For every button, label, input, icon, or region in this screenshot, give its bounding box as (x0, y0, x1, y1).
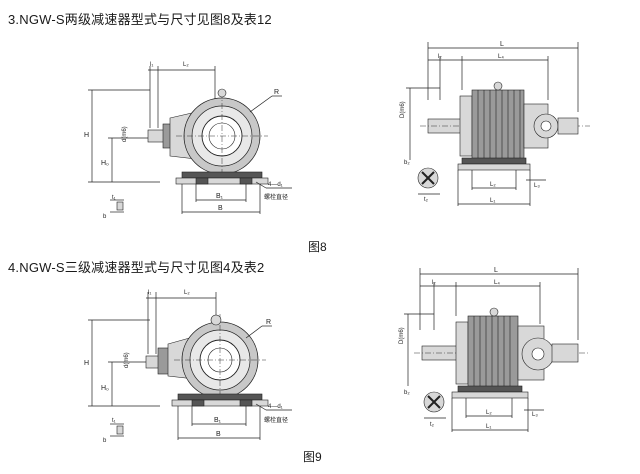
fig9-front-bolt-count: 4—d₁ (268, 404, 283, 410)
fig8-side-b2-label: b₂ (404, 160, 410, 166)
fig9-front-L2-label: L₂ (184, 290, 190, 296)
fig9-front-d-label: d(m6) (124, 352, 130, 368)
fig8-side-D-label: D(m6) (400, 101, 406, 118)
fig8-side-l2-label: l₂ (438, 54, 442, 60)
fig9-front-H0-label: H₀ (101, 385, 109, 392)
fig8-front-H0-label: H₀ (101, 160, 109, 167)
fig8-front-d-label: d(m6) (122, 126, 128, 142)
fig9-front-B-label: B (216, 431, 221, 438)
fig9-front-t1-label: t₁ (112, 418, 116, 424)
section-heading-two-stage: 3.NGW-S两级减速器型式与尺寸见图8及表12 (8, 12, 272, 27)
fig8-side-L-label: L (500, 41, 504, 48)
fig9-side-view: L l₂ L₄ D(m6) b₂ t₂ (399, 267, 590, 432)
fig8-side-L3-label: L₃ (534, 183, 540, 189)
fig9-side-L2-label: L₂ (486, 410, 492, 416)
fig8-front-bolt-label: 螺栓直径 (264, 193, 288, 201)
fig9-side-b2-label: b₂ (404, 390, 410, 396)
figure-caption-9: 图9 (303, 450, 322, 464)
fig8-front-R-label: R (274, 89, 279, 96)
fig9-side-D-label: D(m6) (399, 327, 405, 344)
fig9-front-H-label: H (84, 360, 89, 367)
fig9-side-L4-label: L₄ (494, 280, 500, 286)
fig8-front-B-label: B (218, 205, 223, 212)
fig8-side-L2-label: L₂ (490, 182, 496, 188)
fig9-side-L1-label: L₁ (486, 424, 491, 430)
fig8-front-t1-label: t₁ (112, 195, 116, 201)
figure-caption-8: 图8 (308, 240, 327, 254)
fig8-side-view: L l₂ L₄ D(m6) b₂ (400, 41, 590, 206)
fig9-front-view: H H₀ d(m6) l₁ L₂ R t₁ b (84, 290, 292, 444)
fig8-side-t2-label: t₂ (424, 197, 429, 203)
fig9-front-l1-label: l₁ (148, 290, 151, 296)
fig9-front-B1-label: B₁ (214, 417, 222, 424)
fig8-front-L2-label: L₂ (183, 62, 189, 68)
fig9-front-b-label: b (103, 438, 107, 444)
fig8-front-bolt-count: 4—d₁ (268, 182, 283, 188)
fig8-front-view: H H₀ d(m6) l₁ L₂ R (84, 62, 292, 220)
fig9-front-R-label: R (266, 319, 271, 326)
fig8-front-b-label: b (103, 214, 107, 220)
fig8-side-L4-label: L₄ (498, 54, 504, 60)
fig9-side-t2-label: t₂ (430, 422, 435, 428)
section-heading-three-stage: 4.NGW-S三级减速器型式与尺寸见图4及表2 (8, 260, 265, 275)
fig9-side-L-label: L (494, 267, 498, 274)
fig8-front-H-label: H (84, 132, 89, 139)
fig9-side-L3-label: L₃ (532, 412, 538, 418)
fig8-side-L1-label: L₁ (490, 198, 495, 204)
fig9-side-l2-label: l₂ (432, 280, 436, 286)
fig8-front-B1-label: B₁ (216, 193, 224, 200)
fig8-front-l1-label: l₁ (150, 62, 153, 68)
fig9-front-bolt-label: 螺栓直径 (264, 416, 288, 424)
